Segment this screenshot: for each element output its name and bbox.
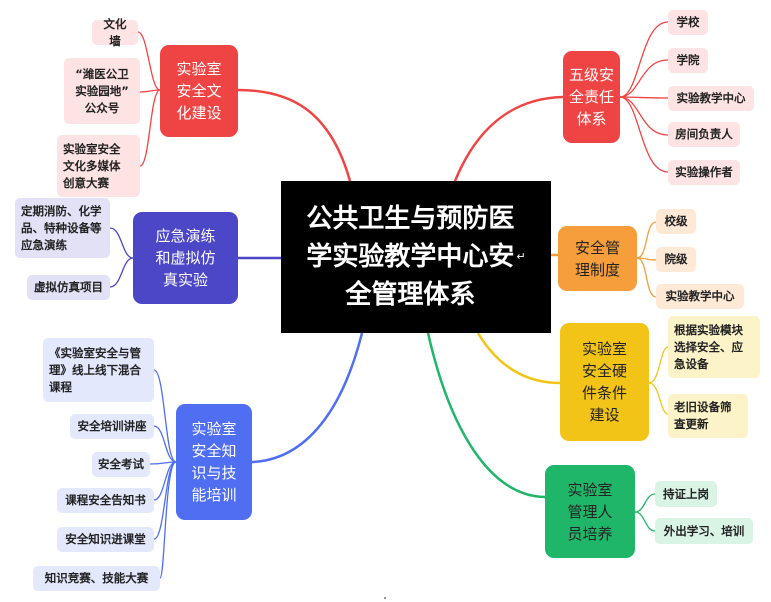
- link-center-staff: [426, 332, 546, 499]
- link-center-hardware: [476, 332, 561, 385]
- branch-system-label: 安全管 理制度: [574, 238, 620, 279]
- leaf-five-room-owner[interactable]: 房间负责人: [668, 122, 740, 147]
- branch-drill-label: 应急演练 和虚拟仿 真实验: [155, 227, 216, 289]
- leaf-system-center[interactable]: 实验教学中心: [656, 284, 744, 309]
- leaf-training-lecture[interactable]: 安全培训讲座: [70, 414, 154, 439]
- branch-training-label: 实验室 安全知 识与技 能培训: [191, 420, 237, 504]
- tiny-dot: [384, 597, 386, 599]
- leaf-five-school[interactable]: 学校: [668, 10, 708, 35]
- leaf-five-college[interactable]: 学院: [668, 48, 708, 73]
- leaf-culture-wechat[interactable]: “潍医公卫 实验园地” 公众号: [64, 58, 140, 124]
- branch-training[interactable]: 实验室 安全知 识与技 能培训: [176, 404, 252, 520]
- branch-system[interactable]: 安全管 理制度: [558, 226, 637, 291]
- branch-culture[interactable]: 实验室 安全文 化建设: [160, 45, 238, 137]
- branch-staff-label: 实验室 管理人 员培养: [567, 480, 613, 543]
- leaf-training-course[interactable]: 《实验室安全与管 理》线上线下混合 课程: [43, 338, 154, 402]
- leaf-five-center[interactable]: 实验教学中心: [668, 86, 754, 111]
- leaf-staff-external[interactable]: 外出学习、培训: [655, 518, 753, 544]
- leaf-training-competition[interactable]: 知识竞赛、技能大赛: [33, 566, 160, 591]
- branch-five-level[interactable]: 五级安 全责任 体系: [563, 51, 620, 143]
- leaf-drill-emergency[interactable]: 定期消防、化学 品、特种设备等 应急演练: [15, 198, 110, 258]
- leaf-training-classroom[interactable]: 安全知识进课堂: [57, 527, 154, 552]
- link-center-culture: [237, 88, 352, 182]
- link-center-five: [453, 95, 564, 182]
- branch-five-level-label: 五级安 全责任 体系: [568, 66, 614, 128]
- leaf-training-notice[interactable]: 课程安全告知书: [57, 488, 154, 513]
- leaf-system-university[interactable]: 校级: [656, 209, 696, 234]
- leaf-drill-virtual[interactable]: 虚拟仿真项目: [27, 275, 110, 300]
- leaf-training-exam[interactable]: 安全考试: [92, 452, 150, 477]
- paragraph-mark-icon: ↵: [516, 250, 526, 263]
- leaf-culture-wall[interactable]: 文化墙: [92, 17, 138, 48]
- leaf-hardware-update[interactable]: 老旧设备筛 查更新: [668, 394, 748, 438]
- leaf-staff-certified[interactable]: 持证上岗: [655, 481, 717, 507]
- leaf-five-operator[interactable]: 实验操作者: [668, 160, 740, 185]
- branch-hardware-label: 实验室 安全硬 件条件 建设: [581, 340, 627, 424]
- central-topic-text: 公共卫生与预防医 学实验教学中心安 全管理体系: [306, 204, 515, 310]
- branch-culture-label: 实验室 安全文 化建设: [176, 60, 222, 122]
- leaf-system-college[interactable]: 院级: [656, 247, 696, 272]
- branch-staff[interactable]: 实验室 管理人 员培养: [545, 465, 635, 558]
- branch-drill[interactable]: 应急演练 和虚拟仿 真实验: [133, 212, 238, 304]
- link-center-training: [251, 332, 364, 464]
- central-topic[interactable]: 公共卫生与预防医 学实验教学中心安 全管理体系↵: [281, 181, 551, 333]
- leaf-culture-contest[interactable]: 实验室安全 文化多媒体 创意大赛: [57, 135, 140, 197]
- leaf-hardware-select[interactable]: 根据实验模块 选择安全、应 急设备: [668, 316, 760, 378]
- branch-hardware[interactable]: 实验室 安全硬 件条件 建设: [560, 323, 649, 441]
